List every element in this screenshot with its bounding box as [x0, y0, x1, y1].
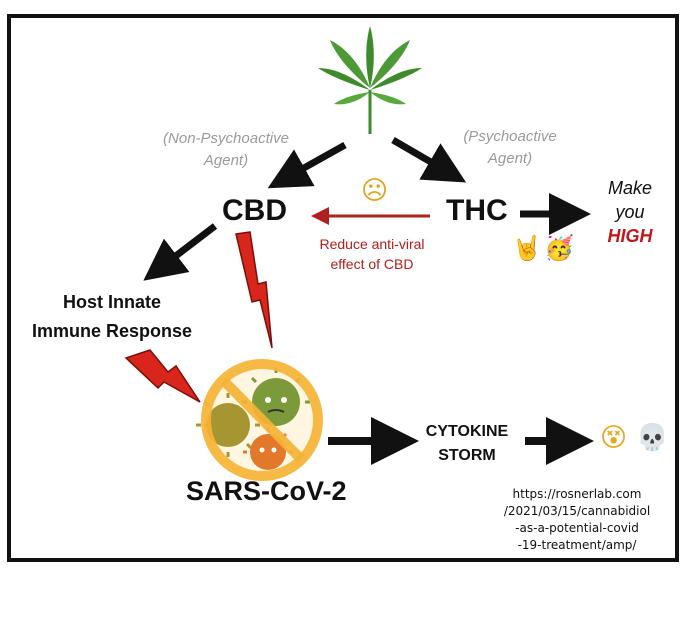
make-you-high-label: Make you HIGH — [588, 176, 672, 248]
source-url-line3: -as-a-potential-covid — [515, 521, 639, 535]
host-innate-immune-response-label: Host Innate Immune Response — [22, 288, 202, 346]
psychoactive-line1: (Psychoactive — [463, 128, 557, 145]
cytokine-storm-label: CYTOKINE STORM — [412, 420, 522, 468]
reduce-antiviral-label: Reduce anti-viral effect of CBD — [298, 234, 446, 274]
dizzy-face-icon: 😵 — [600, 423, 628, 453]
make-word: Make — [607, 178, 652, 198]
skull-icon: 💀 — [636, 423, 669, 453]
psychoactive-agent-label: (Psychoactive Agent) — [440, 126, 580, 170]
cannabis-leaf-icon — [318, 26, 422, 134]
host-lightning-bolt-icon — [124, 349, 201, 403]
cytokine-line2: STORM — [438, 447, 496, 464]
frown-face-icon: ☹ — [361, 176, 389, 206]
reduce-line1: Reduce anti-viral — [319, 236, 425, 252]
you-word: you — [615, 202, 645, 222]
reduce-line2: effect of CBD — [330, 256, 414, 272]
cbd-lightning-bolt-icon — [235, 231, 273, 349]
source-url-line1: https://rosnerlab.com — [512, 487, 642, 501]
non-psychoactive-line2: Agent) — [203, 152, 249, 169]
cytokine-line1: CYTOKINE — [425, 423, 509, 440]
party-face-icon: 🥳 — [544, 234, 574, 262]
diagram-frame — [7, 14, 679, 562]
thc-label: THC — [446, 194, 508, 227]
host-line2: Immune Response — [31, 321, 193, 341]
non-psychoactive-agent-label: (Non-Psychoactive Agent) — [146, 128, 306, 172]
non-psychoactive-line1: (Non-Psychoactive — [163, 130, 289, 147]
high-word: HIGH — [607, 226, 653, 246]
rock-hand-icon: 🤘 — [512, 234, 542, 262]
psychoactive-line2: Agent) — [487, 150, 533, 167]
cbd-label: CBD — [222, 194, 287, 227]
sars-cov-2-virus-icon — [196, 359, 323, 481]
sars-cov-2-label: SARS-CoV-2 — [186, 476, 347, 506]
source-url-line2: /2021/03/15/cannabidiol — [503, 504, 651, 518]
leaf-to-thc-arrow — [391, 136, 467, 183]
host-line1: Host Innate — [62, 292, 161, 312]
source-url-caption: https://rosnerlab.com /2021/03/15/cannab… — [492, 486, 662, 554]
leaf-to-cbd-arrow — [267, 141, 347, 189]
cbd-to-host-immune-arrow — [143, 223, 218, 281]
source-url-line4: -19-treatment/amp/ — [517, 538, 637, 552]
